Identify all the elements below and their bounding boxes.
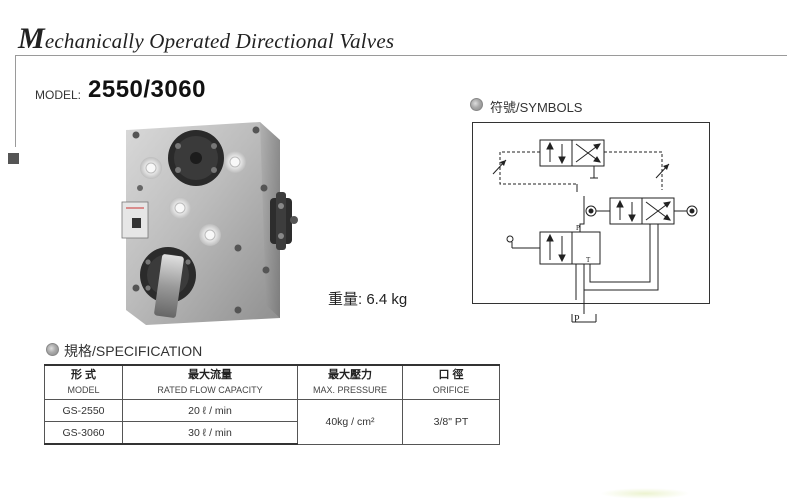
cell-model: GS-2550 bbox=[44, 399, 123, 422]
side-rule bbox=[15, 55, 16, 147]
spec-bullet-icon bbox=[46, 343, 59, 356]
decorative-glow bbox=[600, 488, 690, 499]
model-number: 2550/3060 bbox=[88, 76, 206, 103]
symbols-bullet-icon bbox=[470, 98, 483, 111]
port-label-t: T bbox=[586, 256, 591, 264]
cell-orifice: 3/8" PT bbox=[402, 399, 500, 445]
symbols-frame bbox=[472, 122, 710, 304]
middle-valve-symbol bbox=[585, 197, 698, 225]
port-label-p-bottom: P bbox=[574, 314, 580, 325]
spec-heading: 規格/SPECIFICATION bbox=[64, 343, 203, 359]
model-label: MODEL: bbox=[35, 88, 82, 102]
page-title-initial: M bbox=[18, 22, 45, 55]
page-title: Mechanically Operated Directional Valves bbox=[18, 22, 394, 56]
hydraulic-symbol-diagram: P T P bbox=[492, 139, 698, 325]
cell-pressure: 40kg / cm² bbox=[297, 399, 403, 445]
header-divider bbox=[15, 55, 787, 56]
lower-valve-symbol bbox=[506, 231, 601, 265]
cell-flow: 30 ℓ / min bbox=[122, 421, 298, 445]
symbols-heading: 符號/SYMBOLS bbox=[490, 100, 583, 115]
cell-flow: 20 ℓ / min bbox=[122, 399, 298, 422]
table-row: GS-3060 30 ℓ / min bbox=[44, 421, 500, 445]
port-label-p-upper: P bbox=[576, 224, 580, 232]
page-title-rest: echanically Operated Directional Valves bbox=[44, 29, 395, 53]
table-row: GS-2550 20 ℓ / min 40kg / cm² 3/8" PT bbox=[44, 399, 500, 445]
top-valve-symbol bbox=[539, 139, 605, 179]
side-marker-square bbox=[8, 153, 19, 164]
weight-value: 重量: 6.4 kg bbox=[328, 291, 408, 308]
valve-photo bbox=[121, 122, 298, 325]
cell-model: GS-3060 bbox=[44, 421, 123, 445]
